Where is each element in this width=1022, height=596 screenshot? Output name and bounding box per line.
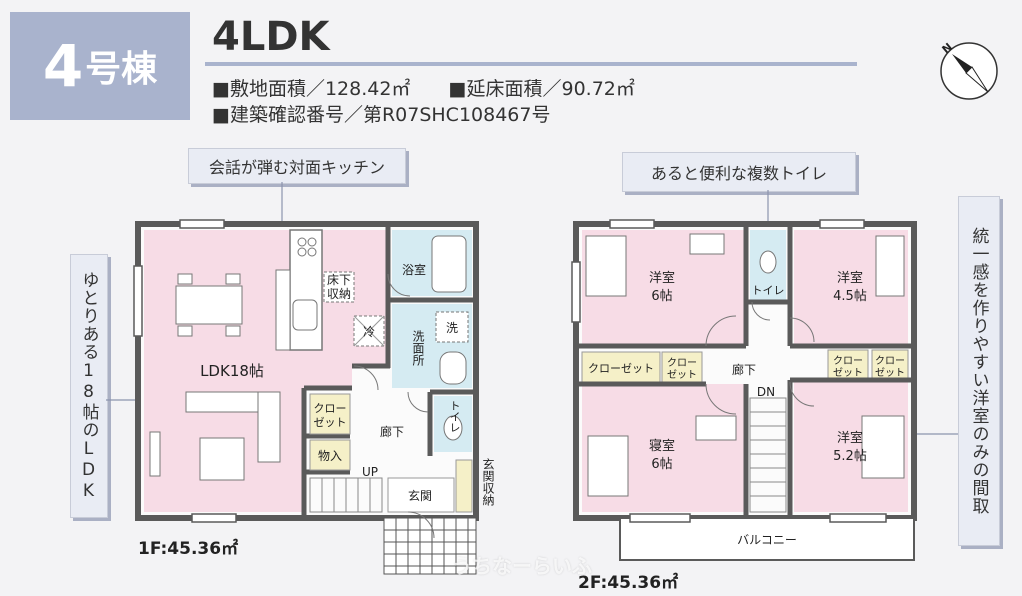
- label-western-c-name: 洋室: [837, 430, 863, 446]
- label-closet-wide: クローゼット: [588, 362, 654, 375]
- permit-number: ■建築確認番号／第R07SHC108467号: [212, 104, 551, 126]
- label-washroom: 洗面所: [411, 330, 425, 366]
- floor1-plan: [133, 219, 479, 575]
- watermark: うちなーらいふ: [452, 554, 592, 578]
- label-storage: 物入: [318, 449, 342, 463]
- callout-toilets: あると便利な複数トイレ: [622, 152, 856, 192]
- label-underfloor-1: 床下: [327, 273, 351, 287]
- label-shoe-storage: 玄関収納: [481, 458, 495, 506]
- label-western-c-size: 5.2帖: [833, 449, 867, 464]
- unit-number: 4: [42, 32, 84, 100]
- floor2-area: 2F:45.36㎡: [578, 573, 679, 593]
- label-toilet-1f: トイレ: [448, 400, 461, 433]
- label-balcony: バルコニー: [737, 533, 797, 547]
- label-dn: DN: [757, 385, 775, 399]
- callout-ldk: ゆとりある18帖のLDK: [70, 254, 108, 518]
- site-area: ■敷地面積／128.42㎡: [212, 78, 411, 100]
- compass-icon: N: [940, 40, 998, 100]
- callout-kitchen: 会話が弾む対面キッチン: [188, 148, 406, 184]
- label-closet-1f-2: ゼット: [314, 416, 347, 429]
- label-closet-2f-a2: ゼット: [667, 369, 697, 381]
- unit-suffix: 号棟: [85, 49, 158, 90]
- label-entrance: 玄関: [408, 488, 432, 503]
- callout-rooms: 統一感を作りやすい洋室のみの間取: [958, 196, 1000, 546]
- label-ldk: LDK18帖: [200, 362, 264, 380]
- floor2-plan: [571, 219, 917, 561]
- layout-type: 4LDK: [212, 14, 330, 60]
- unit-badge: 4 号棟: [10, 12, 190, 120]
- header-divider: [205, 62, 857, 66]
- label-western-b-size: 4.5帖: [833, 289, 867, 304]
- floor1-area: 1F:45.36㎡: [138, 539, 239, 559]
- area-specs: ■敷地面積／128.42㎡ ■延床面積／90.72㎡: [212, 74, 635, 101]
- label-fridge: 冷: [363, 325, 375, 339]
- label-western-a-size: 6帖: [651, 289, 672, 304]
- label-hall-1f: 廊下: [380, 424, 404, 439]
- label-closet-1f-1: クロー: [314, 402, 347, 415]
- label-bedroom-size: 6帖: [651, 457, 672, 472]
- label-underfloor-2: 収納: [327, 287, 351, 301]
- label-hall-2f: 廊下: [732, 362, 756, 377]
- label-closet-2f-c1: クロー: [875, 355, 905, 367]
- label-bedroom-name: 寝室: [649, 438, 675, 454]
- label-bath: 浴室: [402, 262, 426, 277]
- label-up: UP: [362, 465, 378, 479]
- floor-area: ■延床面積／90.72㎡: [448, 78, 635, 100]
- label-washer: 洗: [446, 321, 458, 335]
- label-closet-2f-c2: ゼット: [875, 367, 905, 379]
- label-western-b-name: 洋室: [837, 270, 863, 286]
- label-western-a-name: 洋室: [649, 270, 675, 286]
- label-toilet-2f: トイレ: [752, 284, 785, 297]
- label-closet-2f-b2: ゼット: [833, 367, 863, 379]
- label-closet-2f-b1: クロー: [833, 355, 863, 367]
- label-closet-2f-a1: クロー: [667, 357, 697, 369]
